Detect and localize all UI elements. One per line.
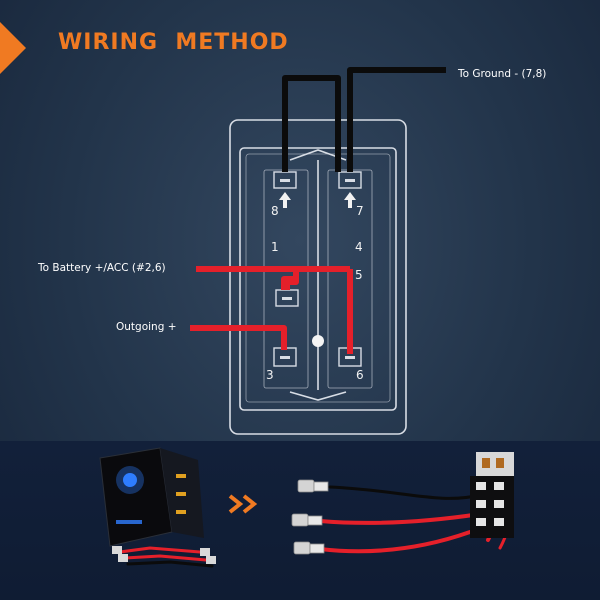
page-title: WIRING METHOD — [58, 30, 289, 55]
switch-outline — [229, 119, 407, 435]
led-blue-icon — [123, 473, 137, 487]
ground-wires — [282, 67, 446, 172]
led-indicator — [312, 335, 324, 347]
up-arrow-icon — [279, 192, 291, 208]
ground-label: To Ground - (7,8) — [458, 68, 547, 80]
orange-chevron-icon — [0, 22, 26, 74]
pin-number-7: 7 — [356, 204, 364, 218]
battery-wires — [196, 266, 353, 354]
product-illustration — [99, 447, 514, 568]
up-arrow-icon — [344, 192, 356, 208]
connector-block — [470, 452, 514, 538]
rocker-switch — [99, 447, 216, 568]
outgoing-wire — [190, 325, 287, 350]
pin-number-6: 6 — [356, 368, 364, 382]
pin-number-1: 1 — [271, 240, 279, 254]
pin-number-5: 5 — [355, 268, 363, 282]
outgoing-label: Outgoing + — [116, 321, 177, 333]
battery-label: To Battery +/ACC (#2,6) — [38, 262, 166, 274]
pin-number-4: 4 — [355, 240, 363, 254]
pin-number-8: 8 — [271, 204, 279, 218]
pin-number-3: 3 — [266, 368, 274, 382]
double-chevron-right-icon — [228, 494, 258, 514]
wire-terminals — [291, 479, 329, 555]
